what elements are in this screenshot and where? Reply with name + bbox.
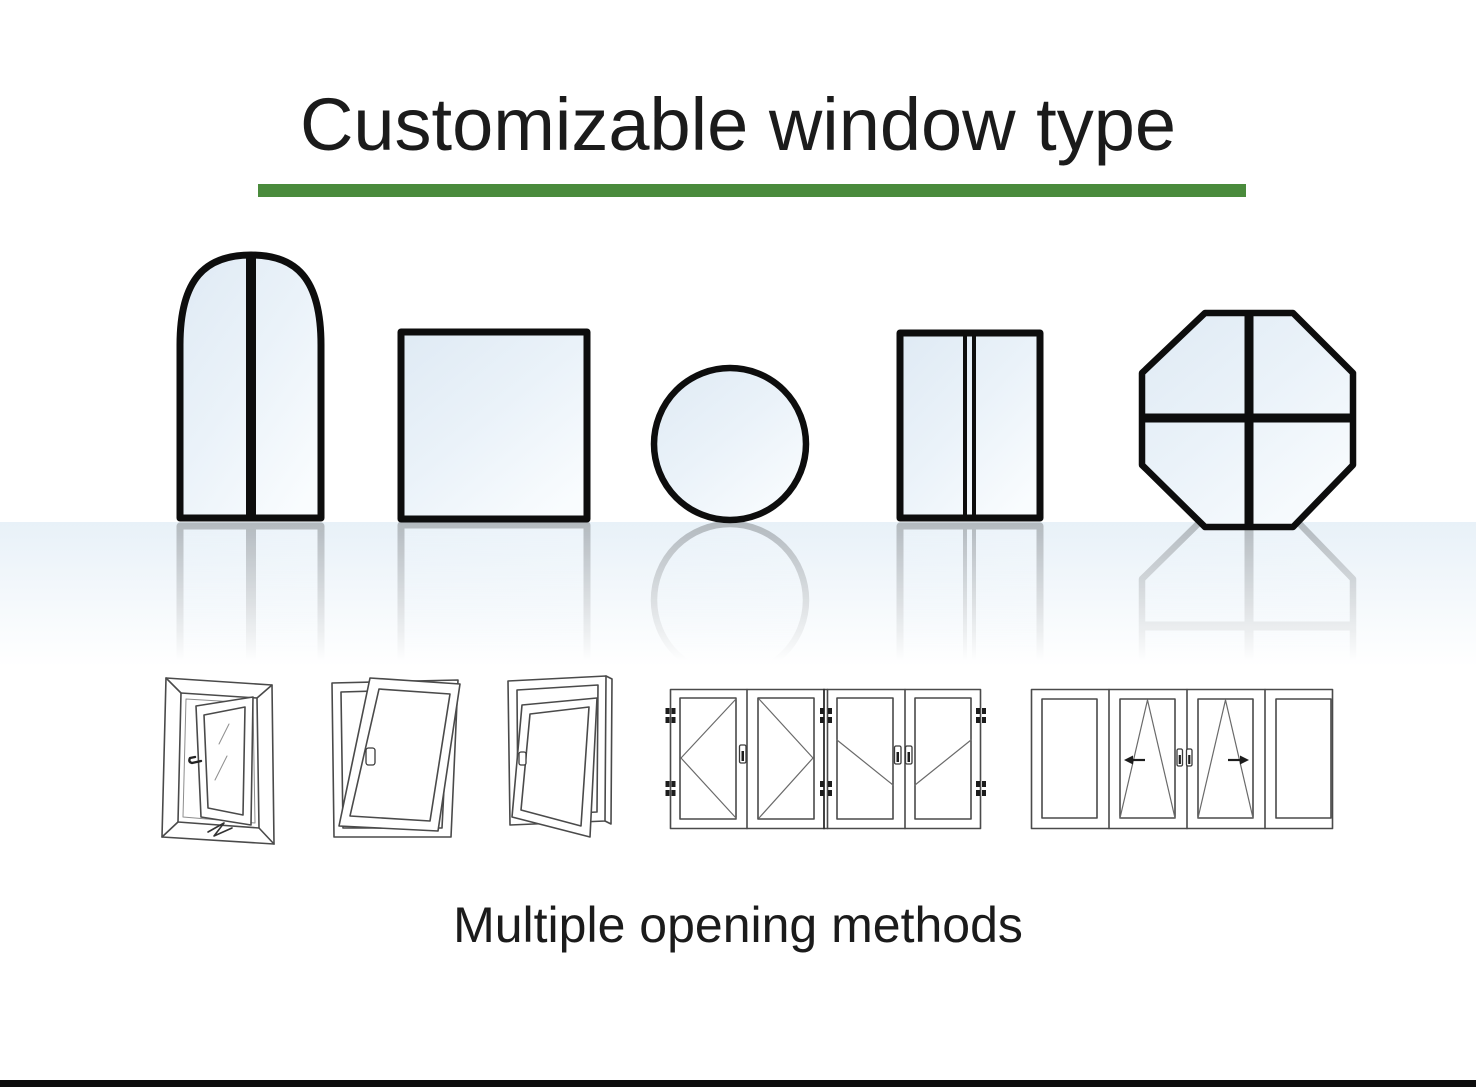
window-shapes-graphic: [0, 240, 1476, 670]
hinge-icons: [665, 708, 986, 796]
title-underline: [258, 184, 1246, 197]
top-hung-window-illustration: [507, 675, 613, 838]
slide-right-arrow-icon: [1228, 755, 1249, 765]
tilt-window-illustration: [331, 677, 461, 838]
handle-icons: [1176, 748, 1193, 767]
window-handle-icon: [188, 755, 203, 765]
window-handle-icon: [365, 747, 376, 766]
sliding-window-illustration: [1030, 688, 1334, 830]
slide-left-arrow-icon: [1124, 755, 1145, 765]
bifold-window-illustration: [665, 688, 986, 830]
window-handle-icon: [518, 751, 527, 766]
page-title: Customizable window type: [299, 83, 1177, 166]
bottom-bar: [0, 1080, 1476, 1087]
handle-icons: [738, 744, 913, 765]
casement-open-window-illustration: [161, 677, 275, 845]
subtitle: Multiple opening methods: [453, 897, 1023, 953]
